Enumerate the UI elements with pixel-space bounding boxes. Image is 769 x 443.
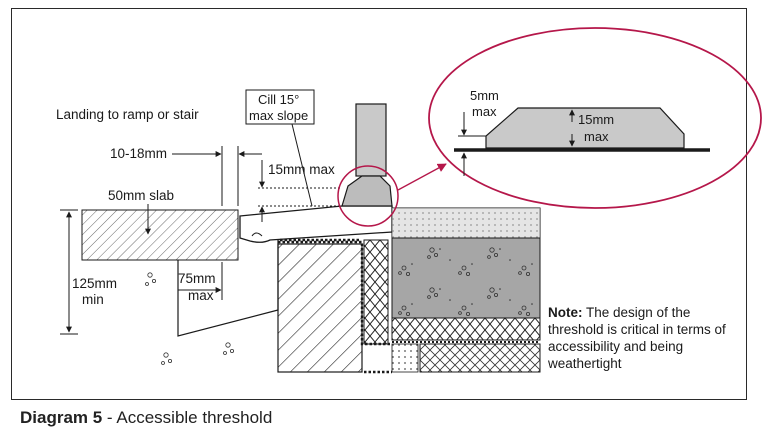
depth-label-line1: 125mm xyxy=(72,276,117,291)
detail-height-label-line1: 15mm xyxy=(578,112,614,127)
upstand-label: 15mm max xyxy=(268,162,335,177)
step-label-line1: 75mm xyxy=(178,271,216,286)
caption-title: Accessible threshold xyxy=(116,408,273,427)
gap-dimension xyxy=(172,146,262,206)
cill-pointer xyxy=(291,123,313,207)
step-dimension xyxy=(178,262,223,300)
cill-label-line2: max slope xyxy=(249,108,308,123)
cill-label-line1: Cill 15° xyxy=(258,92,299,107)
detail-height-label-line2: max xyxy=(584,129,609,144)
step-label-line2: max xyxy=(188,288,214,303)
ground-specks xyxy=(145,272,234,365)
note-text: Note: The design of the threshold is cri… xyxy=(548,304,728,372)
detail-edge-label-line1: 5mm xyxy=(470,88,499,103)
note-heading: Note: xyxy=(548,305,583,320)
caption-number: Diagram 5 xyxy=(20,408,103,427)
note-body: The design of the threshold is critical … xyxy=(548,305,726,371)
gap-label: 10-18mm xyxy=(110,146,167,161)
dpc-lines xyxy=(278,238,392,374)
door-leaf xyxy=(341,103,393,207)
detail-threshold xyxy=(454,107,710,176)
slab-label: 50mm slab xyxy=(108,188,174,203)
upstand-dimension xyxy=(258,160,340,222)
detail-callout xyxy=(337,27,762,227)
landing-label: Landing to ramp or stair xyxy=(56,107,199,122)
landing-slab xyxy=(81,209,239,261)
depth-label-line2: min xyxy=(82,292,104,307)
detail-edge-label-line2: max xyxy=(472,104,497,119)
floor-build-up xyxy=(391,207,541,373)
masonry-wall xyxy=(277,243,363,373)
depth-dimension xyxy=(60,209,78,335)
cill xyxy=(239,205,393,243)
caption-separator: - xyxy=(102,408,117,427)
cill-label-box xyxy=(245,89,315,125)
diagram-caption: Diagram 5 - Accessible threshold xyxy=(20,408,272,428)
diagram-frame xyxy=(11,8,747,400)
cavity-insulation xyxy=(363,239,389,345)
